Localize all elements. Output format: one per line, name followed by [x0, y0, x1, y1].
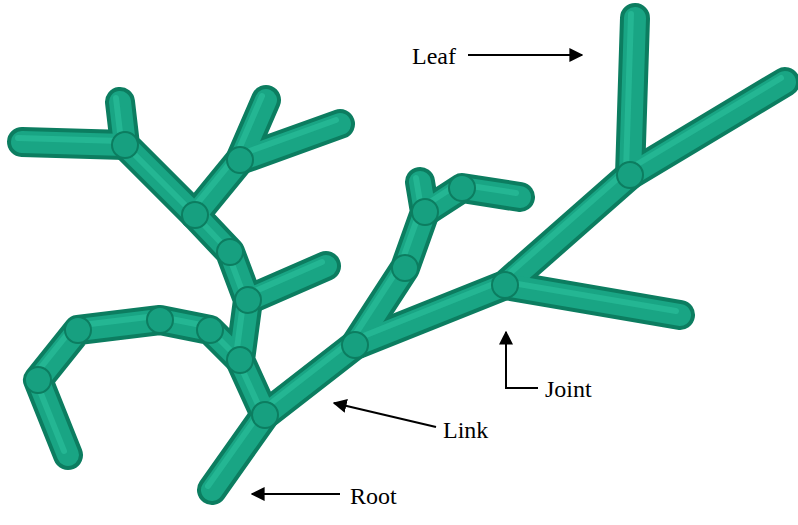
joint	[227, 147, 253, 173]
link-tube	[120, 102, 265, 415]
joint	[217, 239, 243, 265]
joint	[65, 317, 91, 343]
leader-arrows	[252, 55, 582, 494]
part-label: Joint	[545, 377, 592, 401]
link-tube	[240, 124, 340, 160]
joint	[412, 199, 438, 225]
link-tube	[208, 78, 781, 486]
joint	[449, 175, 475, 201]
joint	[617, 162, 643, 188]
link-tube	[212, 82, 785, 490]
joint	[252, 402, 278, 428]
joint	[112, 132, 138, 158]
leader-arrow	[468, 54, 582, 56]
joint	[235, 287, 261, 313]
link-tube	[212, 82, 785, 490]
link-tube	[236, 120, 336, 156]
joint	[147, 307, 173, 333]
joint	[25, 367, 51, 393]
tree-links	[18, 14, 785, 490]
leader-arrow	[334, 403, 436, 427]
link-tube	[34, 316, 236, 451]
joint	[392, 255, 418, 281]
joint	[197, 317, 223, 343]
joint	[227, 347, 253, 373]
part-label: Root	[350, 484, 397, 508]
joint	[182, 202, 208, 228]
link-tube	[626, 14, 631, 171]
part-label: Link	[443, 418, 488, 442]
link-tube	[505, 285, 680, 315]
joint	[492, 272, 518, 298]
link-tube	[18, 138, 121, 141]
leader-arrow	[506, 332, 538, 388]
part-label: Leaf	[412, 44, 456, 68]
joint	[342, 332, 368, 358]
link-tube	[191, 96, 262, 211]
link-tube	[501, 281, 676, 311]
link-tube	[505, 285, 680, 315]
link-tube	[120, 102, 265, 415]
link-tube	[351, 178, 421, 341]
leader-arrow	[252, 493, 340, 495]
